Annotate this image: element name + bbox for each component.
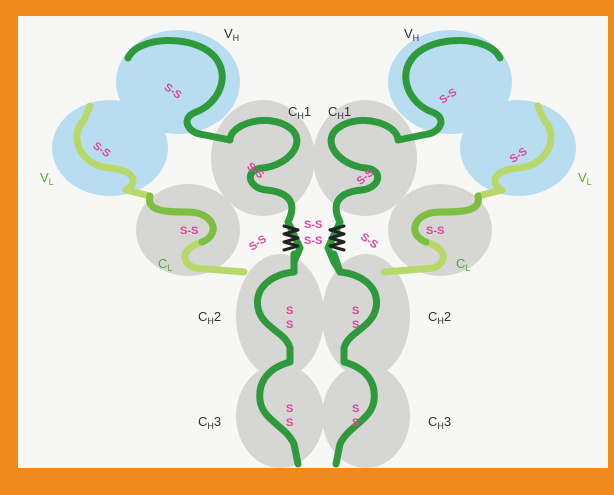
label-ch2-right: CH2	[428, 309, 451, 326]
label-ch1-right: CH1	[328, 104, 351, 121]
label-ch1-left: CH1	[288, 104, 311, 121]
label-ch3-left: CH3	[198, 414, 221, 431]
domain-blobs	[52, 30, 576, 468]
ss-hinge-bottom: S-S	[304, 235, 322, 247]
label-ch3-right: CH3	[428, 414, 451, 431]
antibody-diagram: S-S S-S S-S S-S S-S S-S S-S S-S S-S S-S …	[18, 16, 608, 468]
ss-ch2-left-bottom: S	[286, 319, 293, 331]
label-ch2-left: CH2	[198, 309, 221, 326]
label-vh-left: VH	[224, 26, 239, 43]
diagram-canvas: S-S S-S S-S S-S S-S S-S S-S S-S S-S S-S …	[18, 16, 608, 468]
ss-cl-left: S-S	[180, 225, 198, 237]
ss-ch3-left-top: S	[286, 403, 293, 415]
label-vl-left: VL	[40, 170, 54, 187]
ss-cl-right: S-S	[426, 225, 444, 237]
ss-ch2-right-bottom: S	[352, 319, 359, 331]
label-vl-right: VL	[578, 170, 592, 187]
ss-ch2-right-top: S	[352, 305, 359, 317]
ss-ch3-right-bottom: S	[352, 417, 359, 429]
ch3-left-domain	[236, 364, 324, 468]
ss-ch2-left-top: S	[286, 305, 293, 317]
ss-ch3-right-top: S	[352, 403, 359, 415]
ss-hinge-top: S-S	[304, 219, 322, 231]
ss-ch3-left-bottom: S	[286, 417, 293, 429]
ss-interchain-left: S-S	[247, 233, 269, 253]
label-vh-right: VH	[404, 26, 419, 43]
ss-interchain-right: S-S	[358, 231, 380, 251]
